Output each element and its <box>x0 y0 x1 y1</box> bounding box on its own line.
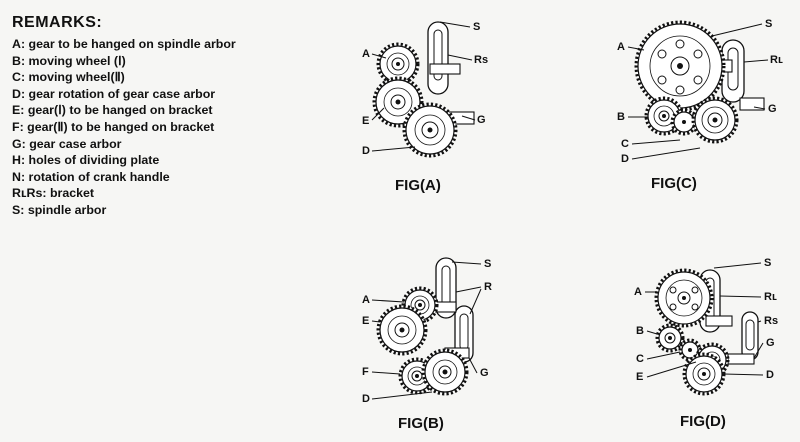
label-rs-fig-a: Rs <box>474 54 488 66</box>
label-b-fig-d: B <box>636 325 644 337</box>
remark-item-b: B: moving wheel (Ⅰ) <box>12 53 126 68</box>
label-rl-fig-c: Rʟ <box>770 54 783 66</box>
gear-d-fig-c <box>691 96 739 144</box>
remark-item-d: D: gear rotation of gear case arbor <box>12 86 216 101</box>
label-d-fig-a: D <box>362 145 370 157</box>
remark-item-g: G: gear case arbor <box>12 136 122 151</box>
remark-item-c: C: moving wheel(Ⅱ) <box>12 70 125 85</box>
label-g-fig-b: G <box>480 367 489 379</box>
caption-fig-c: FIG(C) <box>651 175 697 192</box>
label-e-fig-b: E <box>362 315 369 327</box>
label-b-fig-c: B <box>617 111 625 123</box>
label-s-fig-c: S <box>765 18 772 30</box>
remark-item-n: N: rotation of crank handle <box>12 169 170 184</box>
label-d-fig-c: D <box>621 153 629 165</box>
label-d-fig-d: D <box>766 369 774 381</box>
remark-item-r: RʟRs: bracket <box>12 186 95 201</box>
label-f-fig-b: F <box>362 366 369 378</box>
gear-c-fig-c <box>670 108 698 136</box>
label-d-fig-b: D <box>362 393 370 405</box>
label-r-fig-b: R <box>484 281 492 293</box>
gear-b-fig-d <box>655 323 685 353</box>
label-s-fig-d: S <box>764 257 771 269</box>
label-rs-fig-d: Rs <box>764 315 778 327</box>
caption-fig-d: FIG(D) <box>680 413 726 430</box>
gear-e-fig-b <box>376 304 428 356</box>
figure-d: S A Rʟ Rs B G C E D FIG(D) <box>634 257 778 430</box>
label-g-fig-d: G <box>766 337 775 349</box>
label-a-fig-a: A <box>362 48 370 60</box>
gear-d-fig-d <box>682 352 726 396</box>
gear-a-fig-d <box>654 268 714 328</box>
label-g-fig-a: G <box>477 114 486 126</box>
gear-d-fig-a <box>402 102 458 158</box>
label-a-fig-c: A <box>617 41 625 53</box>
label-g-fig-c: G <box>768 103 777 115</box>
remark-item-h: H: holes of dividing plate <box>12 153 160 168</box>
remarks-panel: REMARKS: A: gear to be hanged on spindle… <box>12 14 312 219</box>
label-e-fig-d: E <box>636 371 643 383</box>
label-c-fig-d: C <box>636 353 644 365</box>
gear-d-fig-b <box>421 348 469 396</box>
figure-b: S A R E F G D FIG(B) <box>362 257 492 432</box>
remark-item-e: E: gear(Ⅰ) to be hanged on bracket <box>12 103 213 118</box>
gear-a-fig-c <box>634 20 726 112</box>
caption-fig-b: FIG(B) <box>398 415 444 432</box>
label-a-fig-b: A <box>362 294 370 306</box>
caption-fig-a: FIG(A) <box>395 177 441 194</box>
label-a-fig-d: A <box>634 286 642 298</box>
remarks-list: A: gear to be hanged on spindle arbor B:… <box>12 36 312 219</box>
remark-item-f: F: gear(Ⅱ) to be hanged on bracket <box>12 119 215 134</box>
label-rl-fig-d: Rʟ <box>764 291 777 303</box>
remark-item-a: A: gear to be hanged on spindle arbor <box>12 37 236 51</box>
remarks-title: REMARKS: <box>12 14 103 31</box>
remark-item-s: S: spindle arbor <box>12 202 107 217</box>
label-c-fig-c: C <box>621 138 629 150</box>
label-s-fig-b: S <box>484 258 491 270</box>
figure-c: S A Rʟ B G C D FIG(C) <box>617 18 783 192</box>
figure-a: A S Rs E G D FIG(A) <box>362 21 488 194</box>
label-s-fig-a: S <box>473 21 480 33</box>
label-e-fig-a: E <box>362 115 369 127</box>
